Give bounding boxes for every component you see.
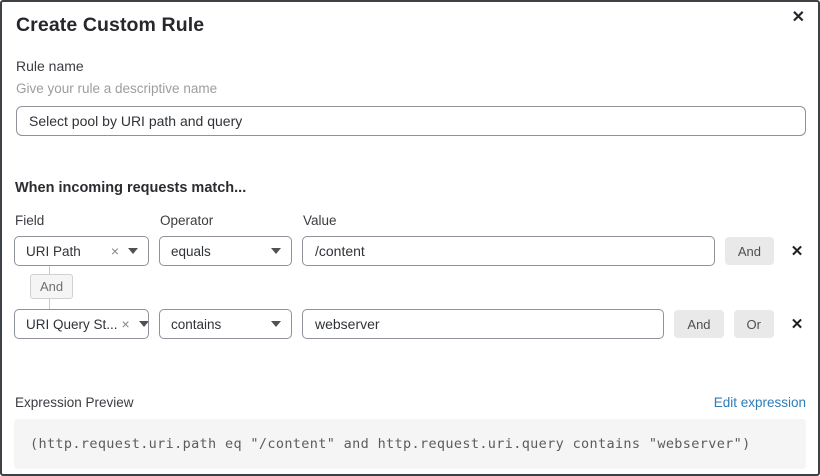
rule-name-section: Rule name Give your rule a descriptive n… <box>16 58 806 136</box>
expression-code-block: (http.request.uri.path eq "/content" and… <box>14 419 806 469</box>
rule-name-label: Rule name <box>16 58 84 74</box>
add-or-condition-button[interactable]: Or <box>733 310 774 338</box>
operator-select-1-value: equals <box>171 243 211 259</box>
field-select-1[interactable]: URI Path × <box>14 236 149 266</box>
rule-name-helper-text: Give your rule a descriptive name <box>16 81 218 96</box>
chevron-down-icon <box>271 248 281 254</box>
clear-field-icon[interactable]: × <box>121 316 130 332</box>
and-connector-badge: And <box>30 274 74 299</box>
chevron-down-icon <box>138 321 148 327</box>
remove-row-icon[interactable]: ✕ <box>790 243 804 260</box>
expression-preview-header: Expression Preview Edit expression <box>15 395 806 410</box>
edit-expression-link[interactable]: Edit expression <box>713 395 806 410</box>
field-select-1-value: URI Path <box>26 243 81 259</box>
add-and-condition-button[interactable]: And <box>674 310 724 338</box>
match-column-labels: Field Operator Value <box>15 213 806 228</box>
operator-select-2[interactable]: contains <box>159 309 292 339</box>
match-section-heading: When incoming requests match... <box>15 180 247 196</box>
match-row-2: URI Query St... × contains And Or ✕ <box>14 309 806 339</box>
field-select-2-value: URI Query St... <box>26 316 118 332</box>
expression-preview-label: Expression Preview <box>15 395 134 410</box>
rule-name-input[interactable] <box>16 106 806 136</box>
logic-connector: And <box>14 266 806 309</box>
match-row-1: URI Path × equals And ✕ <box>14 236 806 266</box>
operator-column-label: Operator <box>160 213 214 228</box>
operator-select-1[interactable]: equals <box>159 236 292 266</box>
value-input-2[interactable] <box>302 309 665 339</box>
field-select-2[interactable]: URI Query St... × <box>14 309 149 339</box>
chevron-down-icon <box>271 321 281 327</box>
add-and-condition-button[interactable]: And <box>724 237 774 265</box>
remove-row-icon[interactable]: ✕ <box>790 316 804 333</box>
operator-select-2-value: contains <box>171 316 222 332</box>
value-column-label: Value <box>303 213 337 228</box>
chevron-down-icon <box>128 248 138 254</box>
field-column-label: Field <box>15 213 45 228</box>
clear-field-icon[interactable]: × <box>110 243 119 259</box>
dialog-title: Create Custom Rule <box>16 14 205 36</box>
close-icon[interactable]: ✕ <box>791 9 805 26</box>
value-input-1[interactable] <box>302 236 715 266</box>
